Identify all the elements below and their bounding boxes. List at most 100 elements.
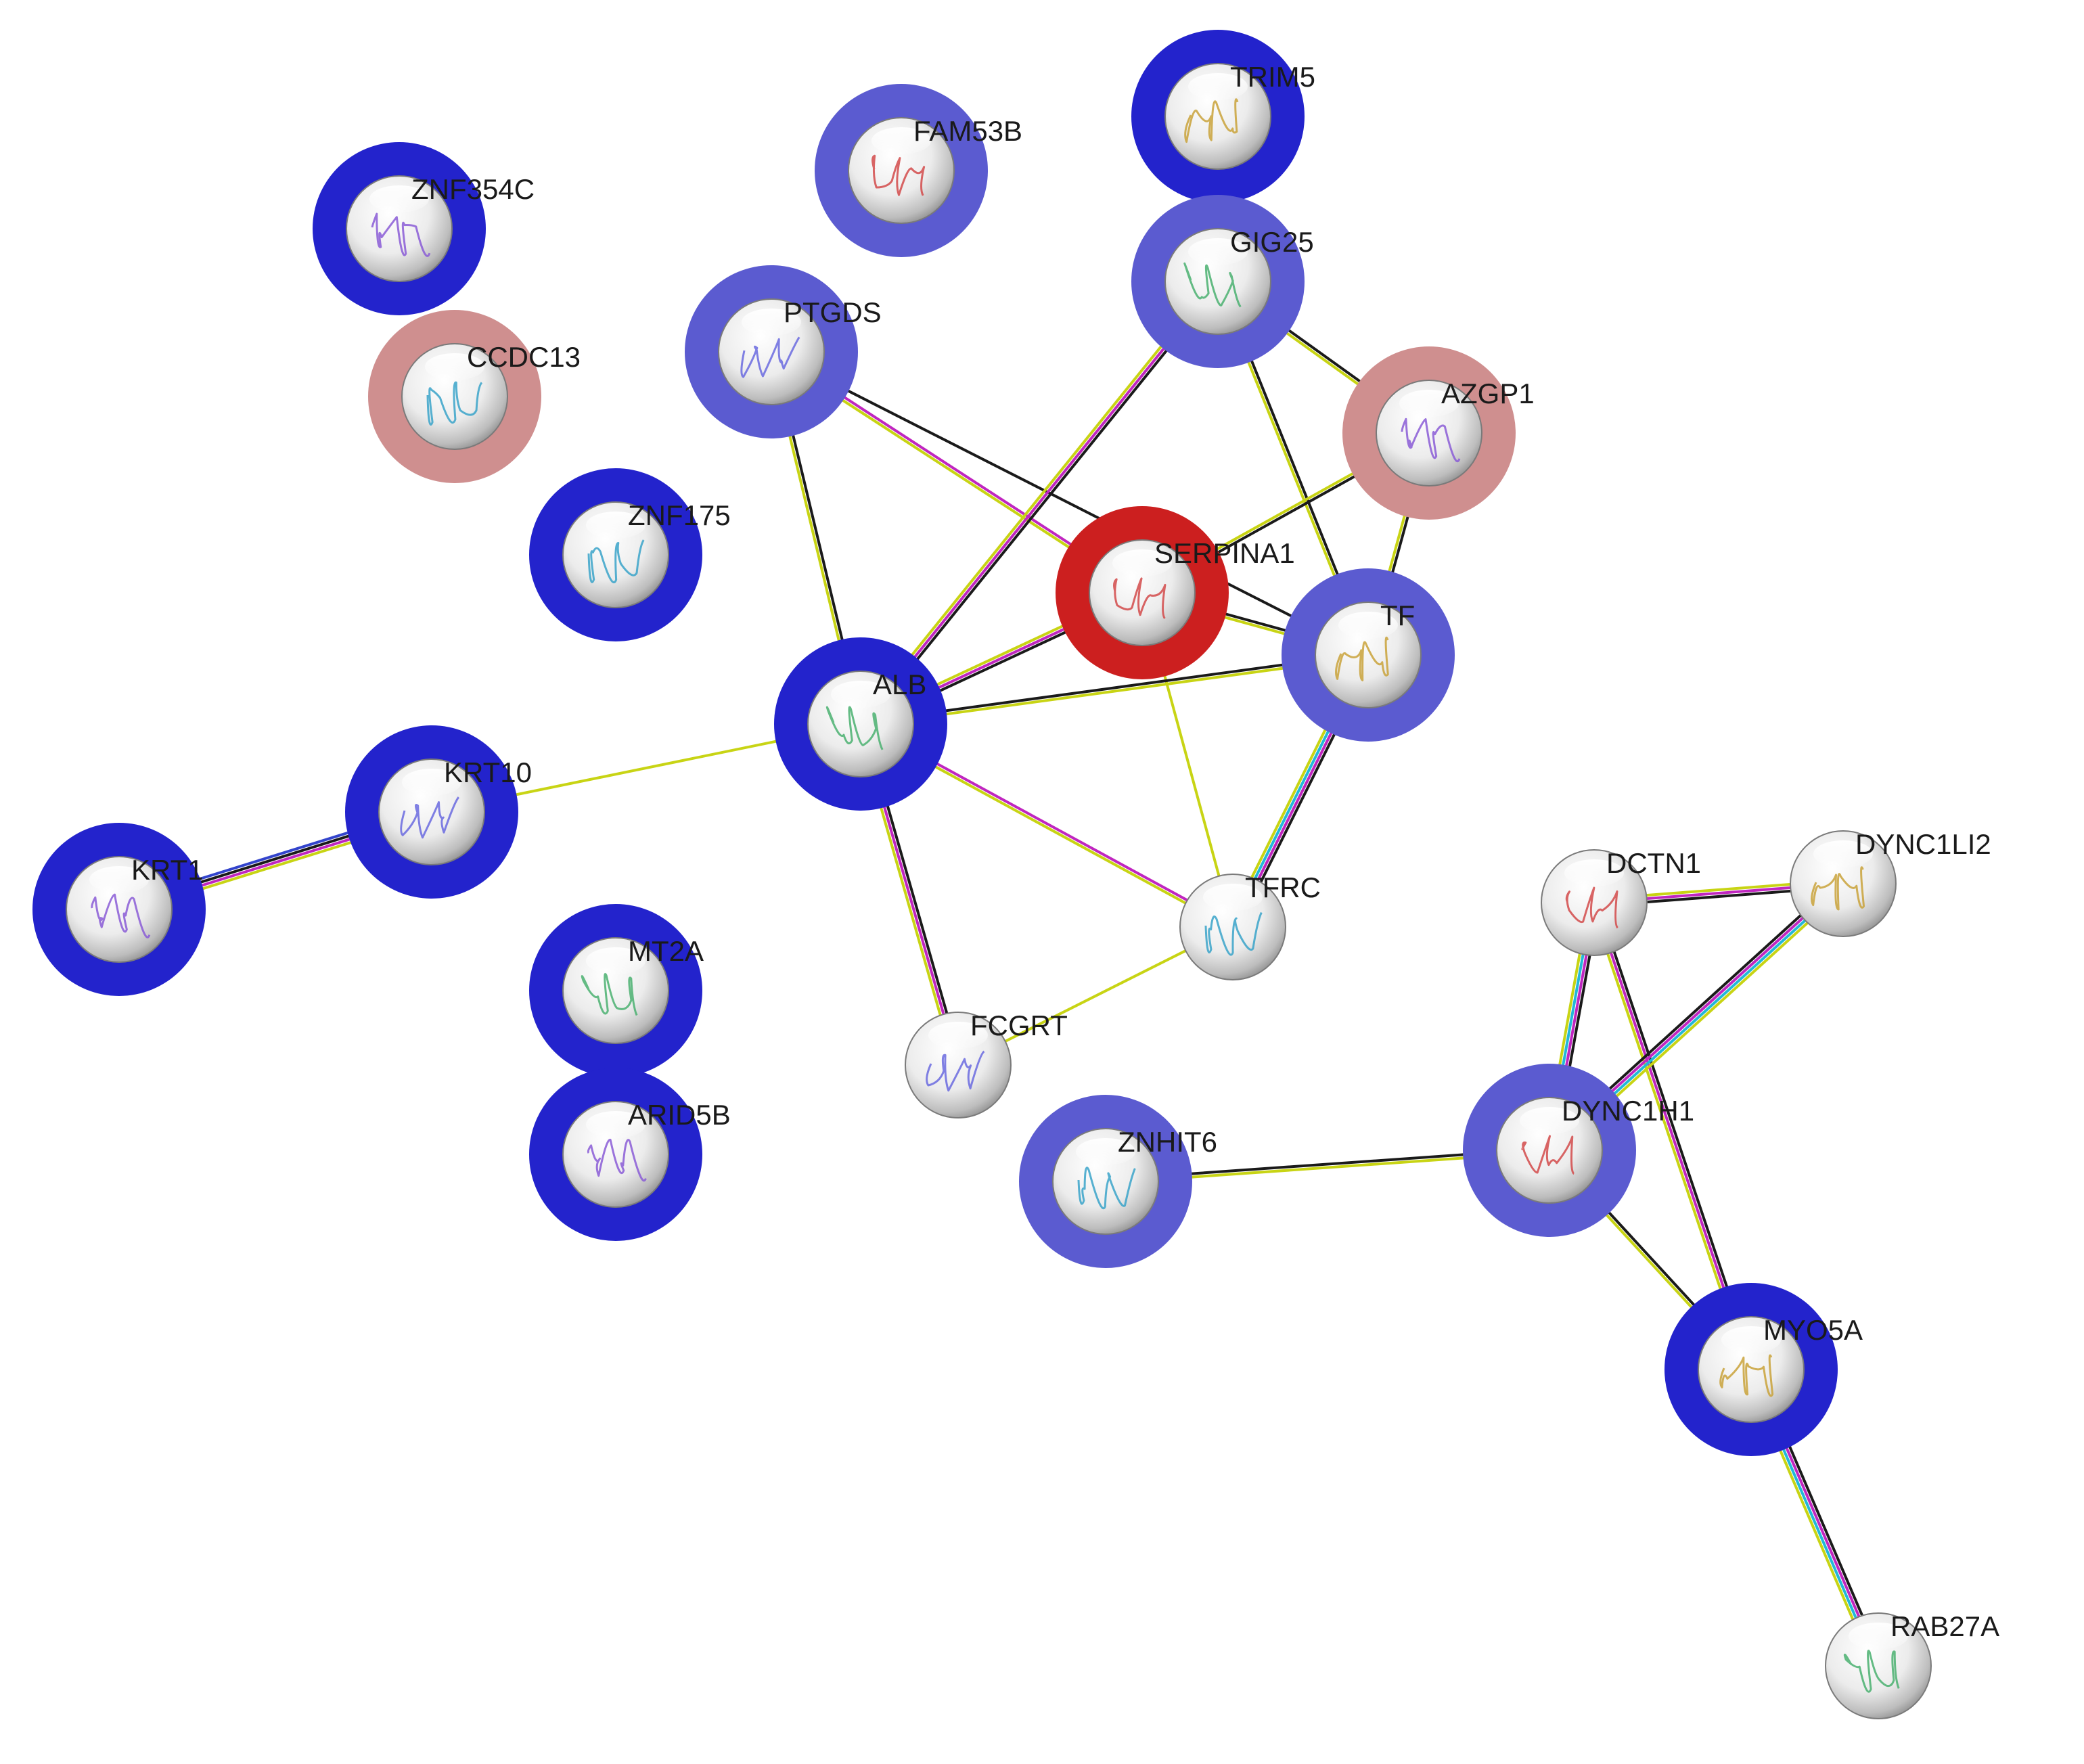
- node-label: TF: [1380, 600, 1415, 631]
- node-fam53b[interactable]: FAM53B: [815, 84, 1022, 257]
- edge-strand: [857, 277, 1217, 723]
- icon-structure: [587, 539, 645, 584]
- node-myo5a[interactable]: MYO5A: [1664, 1283, 1863, 1456]
- icon-structure: [1077, 1167, 1136, 1210]
- icon-structure: [1843, 1650, 1900, 1693]
- node-azgp1[interactable]: AZGP1: [1342, 346, 1535, 520]
- node-serpina1[interactable]: SERPINA1: [1056, 506, 1295, 679]
- icon-structure: [581, 972, 638, 1016]
- node-label: KRT10: [444, 756, 532, 788]
- sphere-gloss: [1813, 840, 1873, 867]
- node-tfrc[interactable]: TFRC: [1179, 872, 1321, 980]
- edge-strand: [859, 280, 1219, 725]
- edge-strand: [770, 350, 1369, 656]
- node-mt2a[interactable]: MT2A: [529, 904, 704, 1077]
- icon-structure: [1335, 636, 1389, 681]
- node-label: GIG25: [1230, 226, 1314, 258]
- sphere-gloss: [1721, 1326, 1781, 1353]
- node-label: ARID5B: [628, 1099, 731, 1131]
- icon-structure: [426, 381, 483, 426]
- node-krt1[interactable]: KRT1: [32, 823, 206, 996]
- sphere-gloss: [1564, 859, 1624, 886]
- icon-structure: [1719, 1354, 1774, 1397]
- sphere-gloss: [586, 947, 645, 974]
- edge-strand: [861, 282, 1222, 728]
- node-znf175[interactable]: ZNF175: [529, 468, 731, 641]
- node-label: KRT1: [131, 854, 204, 886]
- node-znf354c[interactable]: ZNF354C: [313, 142, 535, 315]
- edges-layer: [116, 277, 1884, 1669]
- node-dync1li2[interactable]: DYNC1LI2: [1790, 828, 1991, 937]
- edge-ptgds-tf: [770, 350, 1369, 656]
- sphere-gloss: [1203, 884, 1263, 911]
- icon-structure: [825, 706, 884, 750]
- icon-structure: [926, 1050, 985, 1092]
- icon-structure: [91, 893, 151, 938]
- sphere-gloss: [586, 1111, 645, 1138]
- node-label: MT2A: [628, 935, 704, 967]
- sphere-gloss: [1338, 612, 1398, 639]
- node-label: ZNHIT6: [1118, 1126, 1217, 1158]
- node-arid5b[interactable]: ARID5B: [529, 1068, 731, 1241]
- icon-structure: [1401, 417, 1461, 463]
- icon-structure: [871, 154, 926, 196]
- edge-gig25-alb: [857, 277, 1222, 728]
- node-tf[interactable]: TF: [1282, 568, 1455, 742]
- node-label: ALB: [873, 669, 926, 700]
- icon-structure: [1183, 263, 1242, 308]
- node-trim5[interactable]: TRIM5: [1131, 30, 1315, 203]
- sphere-gloss: [1520, 1107, 1579, 1134]
- sphere-gloss: [1399, 390, 1459, 417]
- node-label: PTGDS: [784, 296, 882, 328]
- node-znhit6[interactable]: ZNHIT6: [1019, 1095, 1217, 1268]
- icon-structure: [740, 336, 800, 378]
- sphere-gloss: [425, 353, 484, 380]
- node-label: TFRC: [1245, 872, 1321, 903]
- node-rab27a[interactable]: RAB27A: [1825, 1610, 1999, 1719]
- sphere-gloss: [1849, 1623, 1908, 1650]
- sphere-gloss: [586, 512, 645, 539]
- node-label: FAM53B: [913, 115, 1022, 147]
- node-fcgrt[interactable]: FCGRT: [905, 1010, 1068, 1118]
- node-label: FCGRT: [970, 1010, 1068, 1041]
- icon-structure: [400, 796, 460, 839]
- node-alb[interactable]: ALB: [774, 637, 947, 811]
- node-dctn1[interactable]: DCTN1: [1541, 847, 1701, 956]
- sphere-gloss: [871, 127, 931, 154]
- node-dync1h1[interactable]: DYNC1H1: [1463, 1064, 1694, 1237]
- icon-structure: [1565, 886, 1619, 929]
- sphere-gloss: [402, 769, 461, 796]
- icon-structure: [1204, 911, 1263, 956]
- node-label: DYNC1LI2: [1855, 828, 1991, 860]
- icon-structure: [1113, 577, 1166, 619]
- sphere-gloss: [1188, 73, 1248, 100]
- icon-structure: [587, 1138, 647, 1182]
- icon-structure: [1521, 1135, 1575, 1175]
- node-label: RAB27A: [1890, 1610, 1999, 1642]
- node-gig25[interactable]: GIG25: [1131, 195, 1314, 368]
- node-label: DCTN1: [1606, 847, 1701, 879]
- node-label: SERPINA1: [1154, 537, 1295, 569]
- node-label: TRIM5: [1230, 61, 1315, 93]
- sphere-gloss: [1112, 549, 1172, 576]
- sphere-gloss: [89, 866, 149, 893]
- node-ptgds[interactable]: PTGDS: [685, 265, 882, 438]
- node-label: MYO5A: [1763, 1314, 1863, 1346]
- sphere-gloss: [831, 681, 890, 708]
- node-label: CCDC13: [467, 341, 581, 373]
- sphere-gloss: [1188, 238, 1248, 265]
- icon-structure: [1184, 98, 1239, 143]
- node-label: AZGP1: [1441, 378, 1535, 409]
- node-krt10[interactable]: KRT10: [345, 725, 532, 899]
- icon-structure: [371, 212, 431, 257]
- sphere-gloss: [742, 309, 801, 336]
- sphere-gloss: [928, 1022, 988, 1049]
- icon-structure: [1811, 866, 1865, 911]
- node-label: DYNC1H1: [1562, 1095, 1694, 1127]
- node-ccdc13[interactable]: CCDC13: [368, 310, 581, 483]
- sphere-gloss: [1076, 1138, 1135, 1165]
- node-label: ZNF354C: [411, 173, 535, 205]
- sphere-gloss: [369, 185, 429, 212]
